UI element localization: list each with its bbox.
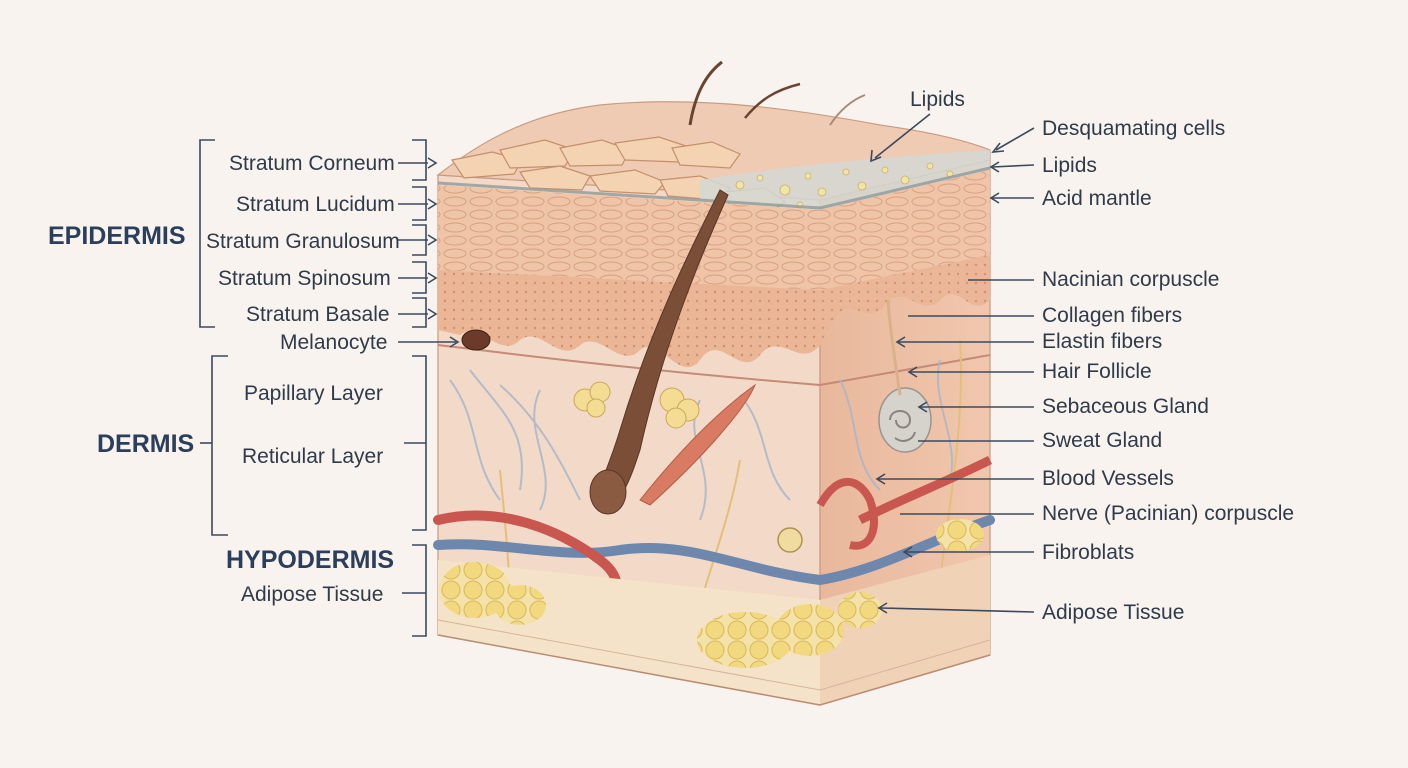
lipid-droplets — [735, 162, 954, 209]
reticular-layer-label: Reticular Layer — [242, 445, 383, 468]
elastin-fibers-label: Elastin fibers — [1042, 330, 1162, 353]
acid-mantle-line — [437, 166, 991, 210]
stratum-spinosum-band — [438, 236, 820, 290]
stratum-granulosum-label: Stratum Granulosum — [206, 230, 400, 253]
sebaceous-gland-cluster — [573, 381, 700, 429]
dermis-label: DERMIS — [97, 430, 194, 458]
stratum-lucidum-band — [438, 185, 820, 232]
fibroblats-label: Fibroblats — [1042, 541, 1134, 564]
melanocyte-cell — [461, 329, 491, 351]
sebaceous-gland-label: Sebaceous Gland — [1042, 395, 1209, 418]
collagen-fibers — [449, 359, 954, 521]
arrector-pili-muscle — [639, 383, 757, 506]
desquamating-cells-label: Desquamating cells — [1042, 117, 1225, 140]
stratum-basale-band — [438, 270, 820, 368]
acid-mantle-label: Acid mantle — [1042, 187, 1152, 210]
stratum-granulosum-band — [438, 210, 820, 256]
lipid-layer — [700, 150, 990, 210]
hair-follicle-label: Hair Follicle — [1042, 360, 1152, 383]
hair-bulb — [589, 469, 627, 515]
stratum-basale-label: Stratum Basale — [246, 303, 390, 326]
adipose-tissue-right-label: Adipose Tissue — [1042, 601, 1184, 624]
collagen-fibers-label: Collagen fibers — [1042, 304, 1182, 327]
nerve-pacinian-corpuscle-label: Nerve (Pacinian) corpuscle — [1042, 502, 1294, 525]
sweat-gland-coil — [878, 299, 932, 453]
blood-vessels-label: Blood Vessels — [1042, 467, 1174, 490]
sweat-gland-label: Sweat Gland — [1042, 429, 1162, 452]
hypodermis-label: HYPODERMIS — [226, 546, 394, 574]
stratum-corneum-label: Stratum Corneum — [229, 152, 395, 175]
nacinian-corpuscle-label: Nacinian corpuscle — [1042, 268, 1219, 291]
epidermis-label: EPIDERMIS — [48, 222, 186, 250]
stratum-lucidum-label: Stratum Lucidum — [236, 193, 395, 216]
papillary-layer-label: Papillary Layer — [244, 382, 383, 405]
stratum-spinosum-label: Stratum Spinosum — [218, 267, 391, 290]
pacinian-corpuscle — [777, 527, 803, 553]
lipids-top-label: Lipids — [910, 88, 965, 111]
adipose-tissue-left-label: Adipose Tissue — [241, 583, 383, 606]
right-labels: Lipids Desquamating cells Lipids Acid ma… — [870, 88, 1294, 624]
adipose-cells — [439, 519, 984, 668]
lipids-label: Lipids — [1042, 154, 1097, 177]
left-labels: EPIDERMIS Stratum Corneum Stratum Lucidu… — [48, 139, 460, 637]
melanocyte-label: Melanocyte — [280, 331, 387, 354]
vein — [433, 515, 995, 586]
hair-shaft — [688, 60, 723, 126]
skin-block — [433, 60, 995, 706]
